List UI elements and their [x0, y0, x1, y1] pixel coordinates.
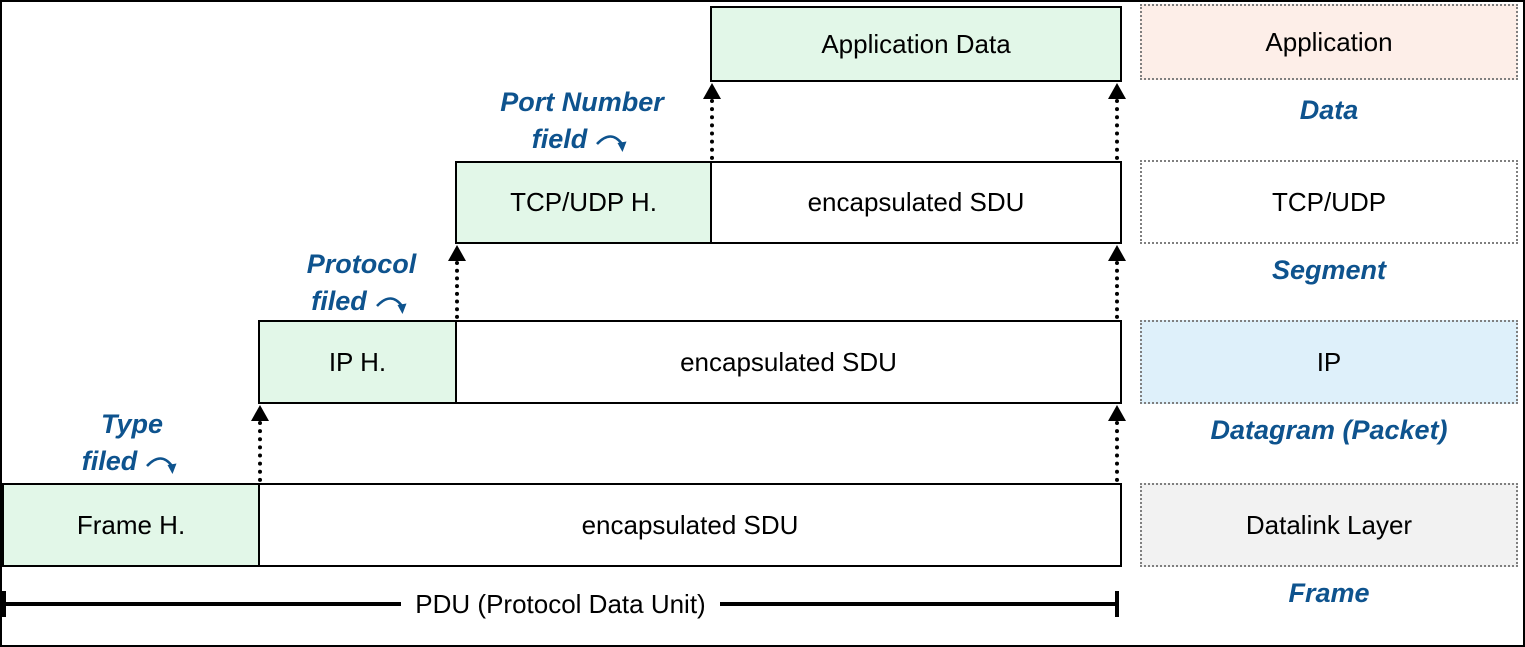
pdu-measure-line: PDU (Protocol Data Unit): [2, 588, 1120, 619]
layer-box-label: Application: [1265, 26, 1393, 57]
application-data-label: Application Data: [821, 28, 1011, 59]
pdu-name-label: Data: [1299, 94, 1359, 125]
frame-header-label: Frame H.: [76, 509, 186, 540]
layer-box-label: IP: [1316, 346, 1342, 377]
up-arrow-icon: [448, 245, 466, 319]
tcp-udp-sdu-label: encapsulated SDU: [807, 187, 1025, 217]
application-data-row: Application Data: [710, 6, 1122, 82]
note-line: Protocol: [306, 249, 417, 279]
note-line: filed: [81, 446, 138, 476]
layer-box-ip: IP: [1140, 320, 1518, 404]
frame-row: Frame H. encapsulated SDU: [2, 483, 1122, 567]
pdu-name-data: Data: [1140, 90, 1518, 130]
up-arrow-icon: [251, 405, 269, 482]
note-line: field: [531, 124, 588, 154]
port-number-field-note: Port Number field: [452, 84, 712, 158]
pdu-name-label: Datagram (Packet): [1210, 414, 1448, 445]
layer-box-label: Datalink Layer: [1245, 509, 1413, 540]
up-arrow-icon: [1108, 83, 1126, 160]
ip-header-label: IP H.: [328, 346, 387, 377]
pdu-name-label: Frame: [1288, 577, 1370, 608]
ip-sdu-label: encapsulated SDU: [680, 346, 897, 377]
frame-sdu-box: encapsulated SDU: [258, 483, 1122, 567]
note-line: Type: [100, 409, 163, 439]
layer-box-datalink: Datalink Layer: [1140, 483, 1518, 567]
note-line: Port Number: [500, 87, 664, 117]
frame-sdu-label: encapsulated SDU: [581, 509, 799, 540]
application-data-box: Application Data: [710, 6, 1122, 82]
pdu-name-frame: Frame: [1140, 573, 1518, 613]
curve-arrow-icon: [375, 297, 407, 314]
up-arrow-icon: [703, 83, 721, 160]
tcp-udp-header-box: TCP/UDP H.: [455, 161, 712, 244]
protocol-field-note: Protocol filed: [244, 246, 479, 320]
curve-arrow-icon: [596, 135, 627, 152]
pdu-name-label: Segment: [1271, 254, 1387, 285]
tcp-udp-header-label: TCP/UDP H.: [510, 187, 657, 217]
layer-box-application: Application: [1140, 4, 1518, 80]
ip-header-box: IP H.: [258, 320, 457, 404]
frame-header-box: Frame H.: [2, 483, 260, 567]
up-arrow-icon: [1108, 405, 1126, 482]
pdu-name-datagram: Datagram (Packet): [1140, 410, 1518, 450]
pdu-line-right: [719, 602, 1116, 606]
pdu-name-segment: Segment: [1140, 250, 1518, 290]
up-arrow-icon: [1108, 245, 1126, 319]
tcp-udp-row: TCP/UDP H. encapsulated SDU: [455, 161, 1122, 244]
note-line: filed: [311, 286, 367, 316]
pdu-right-tick: [1115, 591, 1120, 617]
type-field-note: Type filed: [32, 406, 232, 480]
pdu-left-tick: [2, 591, 6, 617]
pdu-line-left: [6, 602, 402, 606]
tcp-udp-sdu-box: encapsulated SDU: [710, 161, 1122, 244]
ip-row: IP H. encapsulated SDU: [258, 320, 1122, 404]
ip-sdu-box: encapsulated SDU: [455, 320, 1122, 404]
curve-arrow-icon: [146, 457, 177, 474]
layer-box-tcp-udp: TCP/UDP: [1140, 160, 1518, 244]
pdu-label: PDU (Protocol Data Unit): [415, 588, 706, 619]
layer-box-label: TCP/UDP: [1271, 186, 1387, 217]
